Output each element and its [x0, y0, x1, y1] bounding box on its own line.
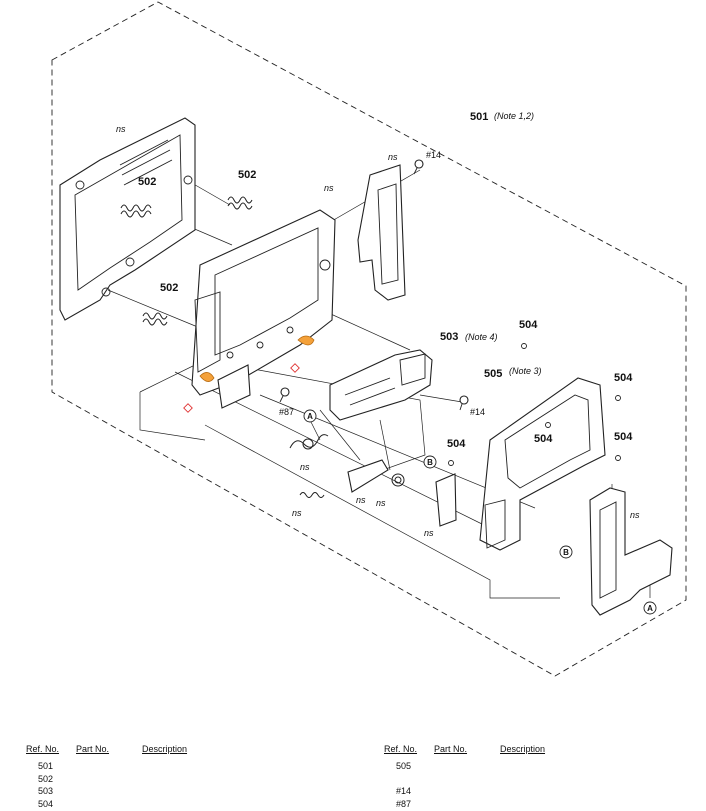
table-row: 501: [38, 761, 54, 771]
rear-frame-plate: [59, 117, 196, 321]
torsion-spring: [289, 434, 329, 450]
callout-504-e: 504: [447, 438, 466, 450]
callout-502-c: 502: [160, 282, 178, 294]
spring-502-b: [227, 196, 253, 210]
callout-14-top: #14: [426, 150, 441, 160]
coil-spring-b: [391, 473, 405, 487]
connector-b-lower-label: B: [563, 548, 569, 557]
frame-505: [479, 377, 606, 551]
callout-502-a: 502: [138, 176, 156, 188]
ns-label: ns: [356, 495, 366, 505]
parts-table: Ref. No. Part No. Description 501 502 50…: [0, 738, 706, 811]
callout-501: 501: [470, 111, 488, 123]
lubrication-point-a: [297, 335, 315, 346]
callout-504-d: 504: [614, 431, 633, 443]
table-row: [384, 773, 411, 786]
header-description: Description: [142, 744, 188, 754]
connector-a-lower: A: [643, 601, 657, 615]
unit-503: [329, 349, 433, 421]
connector-b-upper-label: B: [427, 458, 433, 467]
connector-b-lower: B: [559, 545, 573, 559]
parts-table-left: Ref. No. Part No. Description 501 502 50…: [26, 744, 187, 810]
connector-a-lower-label: A: [647, 604, 653, 613]
lubrication-point-b: [199, 372, 215, 382]
main-chassis-frame: [183, 209, 336, 413]
spring-502-a: [120, 204, 152, 218]
table-row: 505: [396, 761, 412, 771]
lever-b: [435, 473, 457, 527]
ns-label: ns: [376, 498, 386, 508]
ns-label: ns: [630, 510, 640, 520]
screw-14-top: [413, 159, 424, 175]
lever-a: [347, 459, 389, 493]
table-row: #14: [396, 786, 412, 796]
header-part-no: Part No.: [76, 744, 110, 754]
screw-14-right: [459, 395, 469, 411]
callout-503: 503: [440, 331, 458, 343]
screw-87: [279, 387, 290, 403]
table-row: 503: [38, 786, 54, 796]
header-ref-no: Ref. No.: [384, 744, 418, 754]
connector-a-upper-label: A: [307, 412, 313, 421]
parts-table-right: Ref. No. Part No. Description 505 #14 #8…: [384, 744, 545, 810]
right-vertical-bracket: [357, 164, 406, 301]
header-part-no: Part No.: [434, 744, 468, 754]
connector-b-upper: B: [423, 455, 437, 469]
ns-label: ns: [292, 508, 302, 518]
ns-label: ns: [116, 124, 126, 134]
callout-505: 505: [484, 368, 502, 380]
pin-504-set: [448, 343, 621, 466]
table-header: Ref. No. Part No. Description: [26, 744, 187, 758]
callout-504-a: 504: [519, 319, 538, 331]
callout-505-note: (Note 3): [509, 366, 542, 376]
callout-502-b: 502: [238, 169, 256, 181]
ns-label: ns: [324, 183, 334, 193]
small-bracket: [217, 364, 251, 409]
table-row: 502: [38, 773, 54, 784]
callout-504-c: 504: [534, 433, 553, 445]
spring-502-c: [142, 312, 168, 326]
coil-spring-lower: [299, 492, 325, 498]
callout-504-b: 504: [614, 372, 633, 384]
table-row: 504: [38, 798, 54, 809]
table-header: Ref. No. Part No. Description: [384, 744, 545, 758]
lower-right-bracket: [589, 487, 673, 616]
callout-14-right: #14: [470, 407, 485, 417]
header-description: Description: [500, 744, 546, 754]
ns-label: ns: [388, 152, 398, 162]
callout-501-note: (Note 1,2): [494, 111, 534, 121]
table-row: #87: [396, 798, 412, 809]
callout-503-note: (Note 4): [465, 332, 498, 342]
header-ref-no: Ref. No.: [26, 744, 60, 754]
connector-a-upper: A: [303, 409, 317, 423]
assembly-boundary: [51, 1, 687, 677]
callout-87: #87: [279, 407, 294, 417]
ns-label: ns: [300, 462, 310, 472]
exploded-parts-diagram: 501 (Note 1,2) 502 502 502 503 (Note 4) …: [51, 1, 687, 677]
ns-label: ns: [424, 528, 434, 538]
